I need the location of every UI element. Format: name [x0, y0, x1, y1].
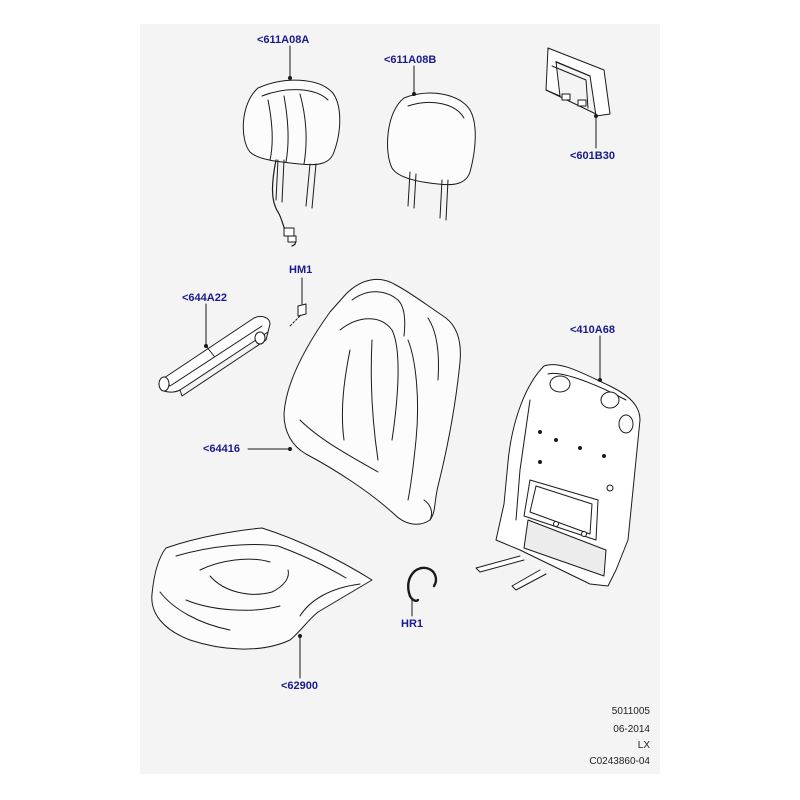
leader-lines [204, 45, 602, 679]
back-panel-part[interactable] [476, 365, 640, 590]
callout-hm1[interactable]: HM1 [289, 264, 313, 276]
callout-frame-guide[interactable]: <601B30 [570, 150, 615, 162]
callout-cushion-cover[interactable]: <62900 [281, 680, 319, 692]
reference-date: 06-2014 [613, 724, 650, 735]
cushion-cover-part[interactable] [152, 528, 372, 649]
headrest-a-part[interactable] [243, 80, 339, 246]
callout-headrest-a[interactable]: <611A08A [257, 34, 310, 46]
reference-drawing-number: C0243860-04 [589, 756, 650, 767]
callout-armrest[interactable]: <644A22 [182, 292, 227, 304]
callout-hr1[interactable]: HR1 [401, 618, 424, 630]
backrest-cover-part[interactable] [284, 279, 460, 524]
callout-backrest-cover[interactable]: <64416 [203, 443, 241, 455]
reference-model: LX [637, 740, 650, 751]
hm1-bolt-part[interactable] [290, 304, 306, 326]
hr1-hook-part[interactable] [408, 568, 436, 601]
reference-code: 5011005 [611, 706, 650, 717]
callout-back-panel[interactable]: <410A68 [570, 324, 615, 336]
callout-headrest-b[interactable]: <611A08B [384, 54, 437, 66]
frame-guide-part[interactable] [546, 48, 610, 116]
headrest-b-part[interactable] [388, 93, 476, 220]
armrest-part[interactable] [159, 316, 270, 396]
